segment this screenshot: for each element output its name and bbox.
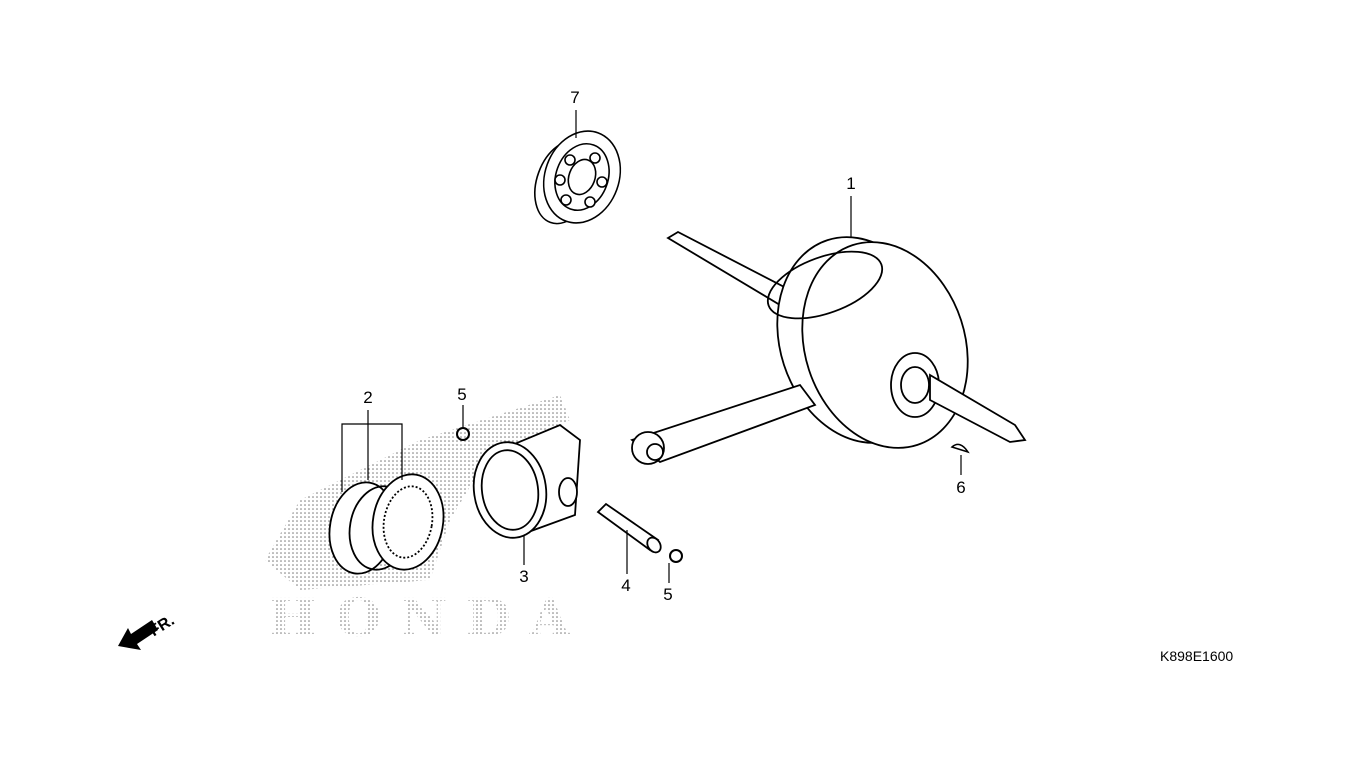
part-code: K898E1600 <box>1160 648 1234 664</box>
callout-3[interactable]: 3 <box>519 567 529 586</box>
piston-rings-part <box>328 473 445 575</box>
callout-2[interactable]: 2 <box>363 388 373 407</box>
svg-text:HONDA: HONDA <box>268 588 571 649</box>
piston-pin-part <box>596 502 662 554</box>
callout-4[interactable]: 4 <box>621 576 631 595</box>
callout-6[interactable]: 6 <box>956 478 966 497</box>
callout-5-lower[interactable]: 5 <box>663 585 673 604</box>
clip-part <box>669 549 683 563</box>
bearing-part <box>534 130 622 225</box>
front-direction-arrow-icon: FR. <box>118 612 178 650</box>
piston-part <box>472 423 581 539</box>
woodruff-key-part <box>950 443 970 454</box>
callout-7[interactable]: 7 <box>570 88 580 107</box>
fr-label: FR. <box>147 612 178 640</box>
callout-1[interactable]: 1 <box>846 174 856 193</box>
clip-part <box>456 427 470 441</box>
callout-5-upper[interactable]: 5 <box>457 385 467 404</box>
crankshaft-part <box>630 230 1027 465</box>
